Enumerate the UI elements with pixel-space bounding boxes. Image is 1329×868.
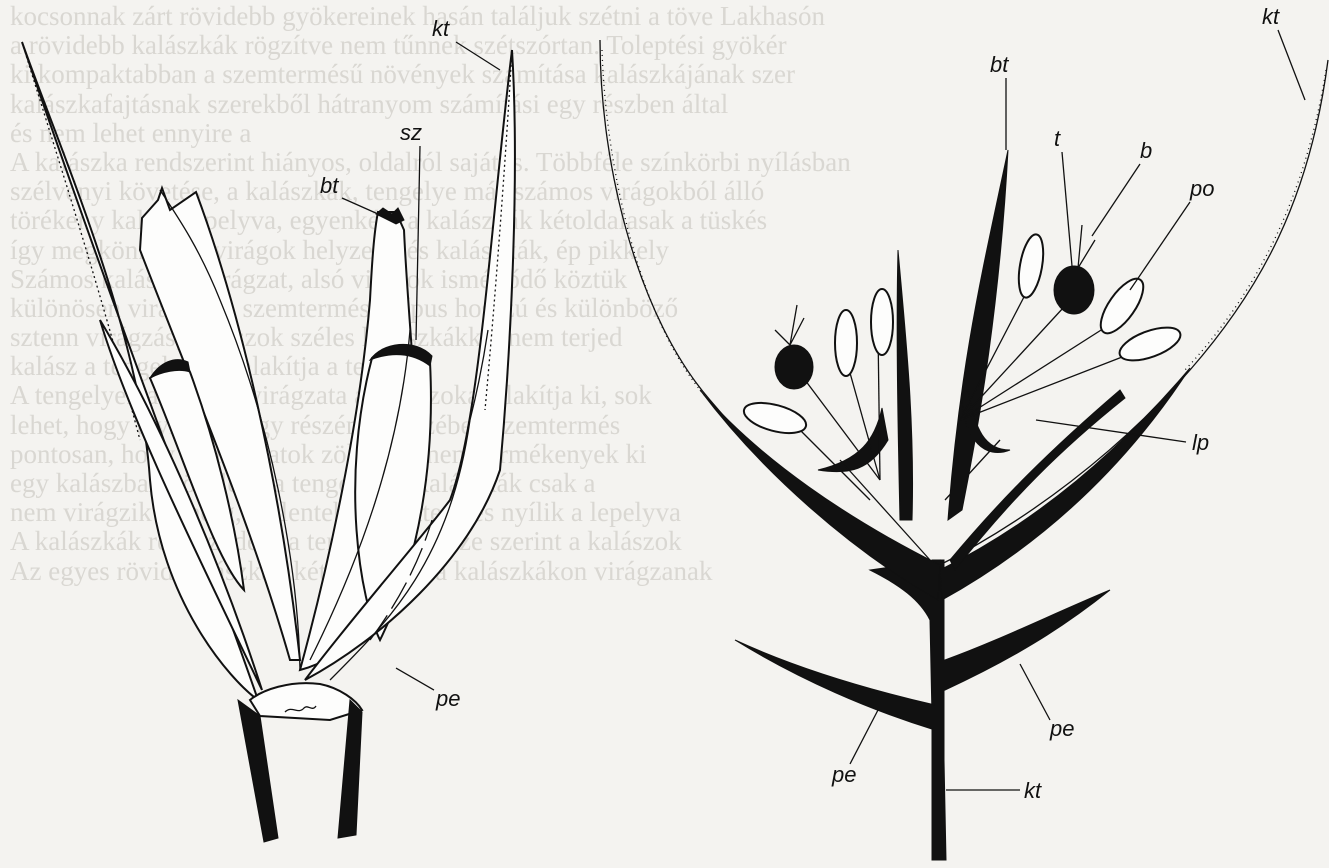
- label-left-bt: bt: [320, 173, 339, 198]
- right-anther-4: [1015, 233, 1048, 300]
- right-stigma-right: [1078, 225, 1095, 268]
- label-right-lp: lp: [1192, 430, 1209, 455]
- right-anther-6: [1115, 321, 1184, 367]
- right-anther-2: [871, 289, 893, 355]
- leader-right-pe-low: [850, 710, 878, 764]
- label-right-bt: bt: [990, 52, 1009, 77]
- label-left-pe: pe: [435, 686, 460, 711]
- leader-left-bt: [342, 198, 378, 214]
- right-feathery-hatch-2: [1185, 70, 1326, 370]
- right-spike-1: [897, 250, 912, 520]
- leader-right-po: [1130, 202, 1190, 290]
- leader-left-kt: [456, 42, 500, 70]
- right-stigma-left: [775, 305, 804, 345]
- label-right-b: b: [1140, 138, 1152, 163]
- label-right-kt-top: kt: [1262, 4, 1280, 29]
- right-ovary-right: [1054, 266, 1094, 314]
- right-anther-1: [835, 310, 857, 376]
- right-feathery-hatch: [602, 50, 705, 396]
- leader-left-sz: [416, 146, 420, 340]
- leader-right-lp: [1036, 420, 1186, 442]
- left-lower-seg-left: [238, 700, 278, 842]
- label-left-sz: sz: [400, 120, 422, 145]
- left-spikelet: kt sz bt pe: [22, 16, 515, 842]
- left-lower-seg-right: [338, 700, 362, 838]
- right-anther-3: [741, 397, 810, 439]
- label-left-kt: kt: [432, 16, 450, 41]
- leader-right-kt-top: [1278, 30, 1305, 100]
- label-right-t: t: [1054, 126, 1061, 151]
- right-pe-right: [945, 590, 1110, 690]
- leader-right-pe-mid: [1020, 664, 1050, 720]
- left-rachis-base: [250, 683, 362, 720]
- right-spike-2: [818, 408, 888, 472]
- leader-right-b: [1092, 164, 1140, 236]
- leader-right-t: [1062, 152, 1072, 266]
- label-right-kt-bottom: kt: [1024, 778, 1042, 803]
- leader-left-pe: [396, 668, 434, 690]
- right-anther-5: [1093, 272, 1151, 339]
- right-inflorescence: kt bt t b po lp pe pe kt: [600, 4, 1328, 860]
- label-right-pe-low: pe: [831, 762, 856, 787]
- right-pe-left: [735, 640, 935, 730]
- right-ovary-left: [775, 345, 813, 389]
- label-right-po: po: [1189, 176, 1214, 201]
- label-right-pe-mid: pe: [1049, 716, 1074, 741]
